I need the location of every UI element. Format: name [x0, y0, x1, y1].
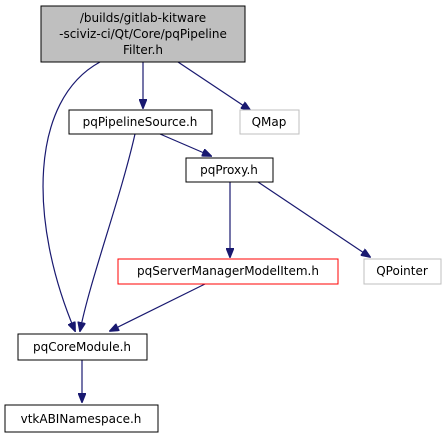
edges	[42, 61, 370, 402]
node-server-manager-model-item[interactable]: pqServerManagerModelItem.h	[117, 258, 339, 285]
node-root-file[interactable]: /builds/gitlab-kitware -sciviz-ci/Qt/Cor…	[40, 5, 246, 63]
edge-root-to-qmap	[177, 61, 250, 110]
abi-namespace-label: vtkABINamespace.h	[21, 412, 142, 426]
edge-pipeline-source-to-core-module	[80, 133, 136, 331]
node-abi-namespace[interactable]: vtkABINamespace.h	[4, 404, 159, 433]
node-pipeline-source[interactable]: pqPipelineSource.h	[68, 109, 213, 135]
edge-server-manager-model-item-to-core-module	[110, 283, 206, 331]
qmap-label: QMap	[252, 115, 287, 129]
node-core-module[interactable]: pqCoreModule.h	[17, 333, 148, 361]
core-module-label: pqCoreModule.h	[33, 340, 131, 354]
edge-pipeline-source-to-proxy	[159, 133, 211, 156]
root-file-label-line-1: /builds/gitlab-kitware	[80, 11, 206, 25]
edge-proxy-to-qpointer	[257, 181, 370, 257]
qpointer-label: QPointer	[376, 264, 428, 278]
node-qmap[interactable]: QMap	[239, 109, 300, 135]
node-proxy[interactable]: pqProxy.h	[185, 157, 274, 183]
root-file-label-line-2: -sciviz-ci/Qt/Core/pqPipeline	[59, 27, 227, 41]
pipeline-source-label: pqPipelineSource.h	[83, 115, 198, 129]
root-file-label-line-3: Filter.h	[123, 43, 163, 57]
proxy-label: pqProxy.h	[200, 163, 258, 177]
node-qpointer[interactable]: QPointer	[363, 258, 442, 285]
edge-root-to-core-module	[42, 61, 101, 331]
server-manager-model-item-label: pqServerManagerModelItem.h	[137, 264, 319, 278]
